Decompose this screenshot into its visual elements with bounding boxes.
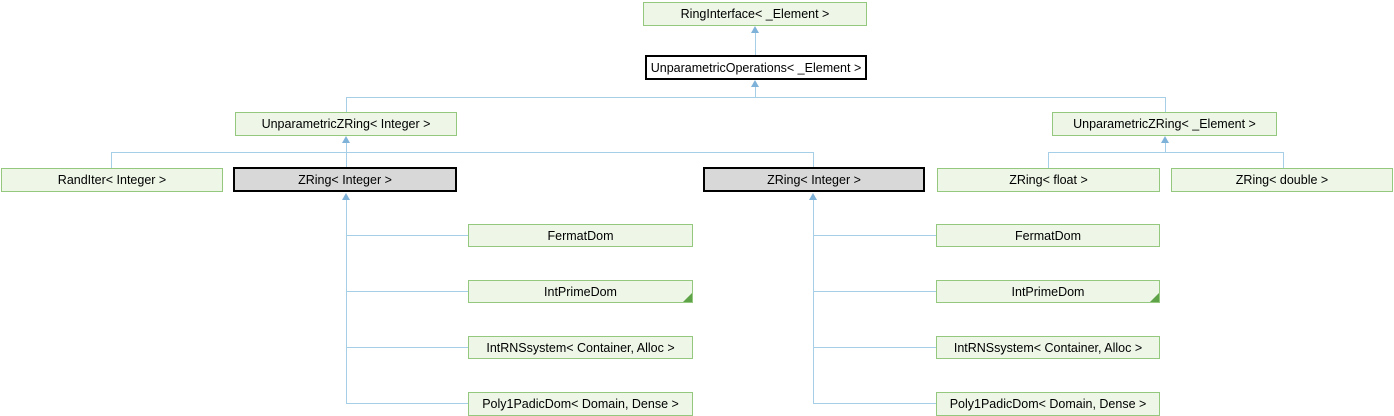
edge-rightcolumn-fermatdom [813, 235, 936, 236]
edge-rail1-drop-right [1165, 97, 1166, 112]
node-zring-integer-left[interactable]: ZRing< Integer > [233, 167, 457, 192]
node-intprimedom-right[interactable]: IntPrimeDom [936, 280, 1160, 303]
edge-rail2-stem [346, 143, 347, 167]
node-zring-float[interactable]: ZRing< float > [937, 168, 1160, 192]
edge-leftcolumn-spine [346, 200, 347, 404]
node-intprimedom-left[interactable]: IntPrimeDom [468, 280, 693, 303]
node-zring-integer-right[interactable]: ZRing< Integer > [703, 167, 925, 192]
truncated-corner-icon [683, 293, 692, 302]
arrowhead-to-zring-integer-left [342, 193, 350, 200]
edge-rail3 [1048, 152, 1284, 153]
arrowhead-to-ringinterface [751, 26, 759, 33]
node-poly1padicdom-right[interactable]: Poly1PadicDom< Domain, Dense > [936, 392, 1160, 416]
node-intprimedom-left-label: IntPrimeDom [544, 284, 617, 299]
edge-rightcolumn-spine [813, 200, 814, 404]
node-ringinterface[interactable]: RingInterface< _Element > [643, 2, 867, 26]
node-unparametriczring-element[interactable]: UnparametricZRing< _Element > [1052, 112, 1277, 136]
edge-rightcolumn-intrnssystem [813, 347, 936, 348]
edge-rail3-drop-double [1283, 152, 1284, 168]
edge-leftcolumn-fermatdom [346, 235, 468, 236]
edge-rightcolumn-poly1padicdom [813, 403, 936, 404]
arrowhead-to-zring-integer-right [809, 193, 817, 200]
node-randiter-integer[interactable]: RandIter< Integer > [1, 168, 223, 192]
node-intrnssystem-right[interactable]: IntRNSsystem< Container, Alloc > [936, 336, 1160, 359]
truncated-corner-icon [1150, 293, 1159, 302]
edge-rail1 [346, 97, 1166, 98]
node-fermatdom-right[interactable]: FermatDom [936, 224, 1160, 247]
edge-leftcolumn-intrnssystem [346, 347, 468, 348]
edge-rail2-drop-randiter [111, 152, 112, 168]
arrowhead-to-unparametriczring-integer [342, 136, 350, 143]
node-intrnssystem-left[interactable]: IntRNSsystem< Container, Alloc > [468, 336, 693, 359]
edge-leftcolumn-intprimedom [346, 291, 468, 292]
edge-rightcolumn-intprimedom [813, 291, 936, 292]
edge-unparametricoperations-ringinterface [755, 33, 756, 55]
arrowhead-to-unparametricoperations [751, 80, 759, 87]
edge-rail3-drop-float [1048, 152, 1049, 168]
node-intprimedom-right-label: IntPrimeDom [1011, 284, 1085, 299]
arrowhead-to-unparametriczring-element [1161, 136, 1169, 143]
edge-leftcolumn-poly1padicdom [346, 403, 468, 404]
edge-rail1-drop-left [346, 97, 347, 112]
node-poly1padicdom-left[interactable]: Poly1PadicDom< Domain, Dense > [468, 392, 693, 416]
node-fermatdom-left[interactable]: FermatDom [468, 224, 693, 247]
edge-rail3-stem [1165, 143, 1166, 152]
node-unparametriczring-integer[interactable]: UnparametricZRing< Integer > [235, 112, 457, 136]
edge-rail2 [111, 152, 814, 153]
edge-rail2-drop-zring-right [813, 152, 814, 167]
node-zring-double[interactable]: ZRing< double > [1171, 168, 1393, 192]
node-unparametricoperations[interactable]: UnparametricOperations< _Element > [645, 55, 867, 80]
edge-rail1-stem [755, 87, 756, 97]
